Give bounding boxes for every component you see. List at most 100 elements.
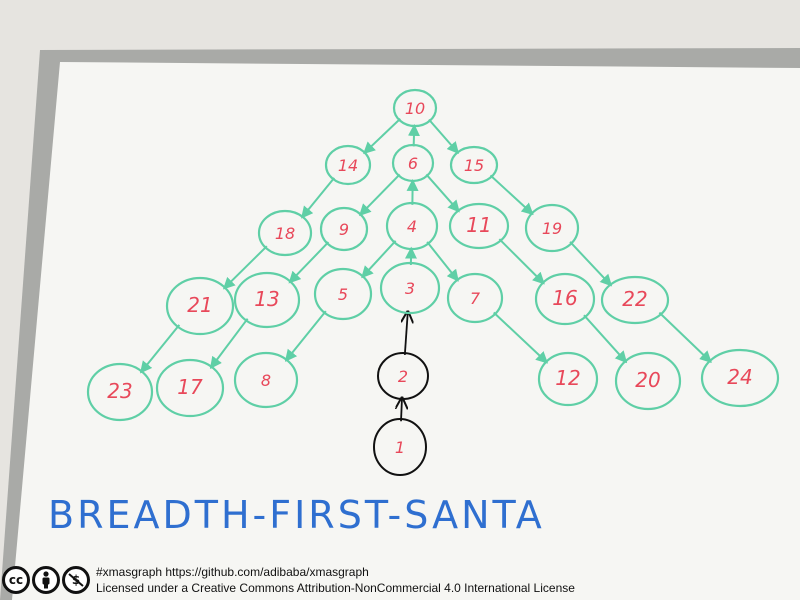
node-6: 6 <box>391 143 435 183</box>
node-label-19: 19 <box>542 219 562 238</box>
node-circle-1 <box>373 418 427 476</box>
node-label-23: 23 <box>107 379 132 403</box>
node-circle-23 <box>86 362 154 422</box>
caption-license[interactable]: Licensed under a Creative Commons Attrib… <box>96 581 575 595</box>
node-4: 4 <box>385 201 439 251</box>
node-circle-13 <box>233 271 301 329</box>
node-21: 21 <box>165 276 235 336</box>
node-7: 7 <box>446 272 504 324</box>
edge-21-to-23 <box>139 324 181 374</box>
node-1: 1 <box>373 418 427 476</box>
node-label-15: 15 <box>464 156 484 175</box>
edge-13-to-17 <box>209 318 249 369</box>
node-circle-4 <box>385 201 439 251</box>
node-17: 17 <box>155 358 225 418</box>
edge-6-to-9 <box>358 173 401 217</box>
node-20: 20 <box>614 351 682 411</box>
node-24: 24 <box>700 348 780 408</box>
edge-15-to-19 <box>489 174 534 216</box>
node-circle-22 <box>600 275 670 325</box>
node-23: 23 <box>86 362 154 422</box>
node-9: 9 <box>319 206 369 252</box>
node-circle-20 <box>614 351 682 411</box>
node-circle-9 <box>319 206 369 252</box>
node-circle-11 <box>448 202 510 250</box>
node-19: 19 <box>524 203 580 253</box>
node-circle-19 <box>524 203 580 253</box>
edge-10-to-14 <box>363 118 401 155</box>
node-label-14: 14 <box>338 156 358 175</box>
node-label-9: 9 <box>339 220 349 239</box>
node-label-18: 18 <box>275 224 295 243</box>
node-3: 3 <box>379 261 441 315</box>
node-circle-14 <box>324 144 372 186</box>
node-18: 18 <box>257 209 313 257</box>
by-icon[interactable] <box>32 566 60 594</box>
node-11: 11 <box>448 202 510 250</box>
cc-icon[interactable]: cc <box>2 566 30 594</box>
node-circle-16 <box>534 272 596 326</box>
edge-6-to-10 <box>407 123 420 147</box>
noncommercial-icon: $ <box>68 573 84 587</box>
node-circle-3 <box>379 261 441 315</box>
node-2: 2 <box>377 352 429 400</box>
node-label-10: 10 <box>405 99 425 118</box>
edge-14-to-18 <box>301 177 336 219</box>
node-10: 10 <box>392 88 438 128</box>
node-label-16: 16 <box>552 286 577 310</box>
edge-11-to-16 <box>498 238 545 285</box>
node-circle-2 <box>377 352 429 400</box>
graph-edges <box>139 118 712 422</box>
node-label-7: 7 <box>470 289 481 308</box>
edge-1-to-2 <box>401 398 402 422</box>
node-label-17: 17 <box>177 375 203 399</box>
node-label-8: 8 <box>261 371 271 390</box>
node-5: 5 <box>313 267 373 321</box>
edge-10-to-15 <box>428 118 460 155</box>
node-22: 22 <box>600 275 670 325</box>
license-footer: cc $ #xmasgraph https://github.com/adiba… <box>0 560 800 600</box>
caption-hashtag-link[interactable]: #xmasgraph https://github.com/adibaba/xm… <box>96 565 369 579</box>
caption-text: #xmasgraph https://github.com/adibaba/xm… <box>96 564 575 596</box>
node-circle-10 <box>392 88 438 128</box>
person-icon <box>42 571 50 589</box>
node-16: 16 <box>534 272 596 326</box>
node-label-4: 4 <box>407 217 417 236</box>
edge-7-to-12 <box>493 311 549 364</box>
node-circle-15 <box>449 145 499 185</box>
node-circle-21 <box>165 276 235 336</box>
node-label-5: 5 <box>338 285 348 304</box>
board-title: BREADTH-FIRST-SANTA <box>48 493 545 537</box>
edge-16-to-20 <box>583 314 628 364</box>
node-15: 15 <box>449 145 499 185</box>
edge-9-to-13 <box>288 241 330 284</box>
node-12: 12 <box>537 351 599 407</box>
edge-6-to-11 <box>425 173 460 213</box>
node-circle-24 <box>700 348 780 408</box>
node-label-1: 1 <box>395 438 405 457</box>
node-label-3: 3 <box>405 279 415 298</box>
node-label-21: 21 <box>187 293 212 317</box>
node-circle-5 <box>313 267 373 321</box>
node-label-6: 6 <box>408 154 418 173</box>
edge-5-to-8 <box>284 310 327 362</box>
node-circle-17 <box>155 358 225 418</box>
node-label-12: 12 <box>555 366 580 390</box>
node-circle-18 <box>257 209 313 257</box>
nc-icon[interactable]: $ <box>62 566 90 594</box>
node-14: 14 <box>324 144 372 186</box>
node-circle-12 <box>537 351 599 407</box>
edge-19-to-22 <box>569 241 613 287</box>
edge-22-to-24 <box>658 311 712 363</box>
cc-badges: cc $ <box>2 566 92 594</box>
node-label-13: 13 <box>254 287 279 311</box>
node-13: 13 <box>233 271 301 329</box>
edge-2-to-3 <box>405 312 408 355</box>
edge-4-to-5 <box>361 240 397 279</box>
node-8: 8 <box>233 351 299 409</box>
node-circle-8 <box>233 351 299 409</box>
node-label-22: 22 <box>622 287 647 311</box>
node-label-20: 20 <box>635 368 660 392</box>
